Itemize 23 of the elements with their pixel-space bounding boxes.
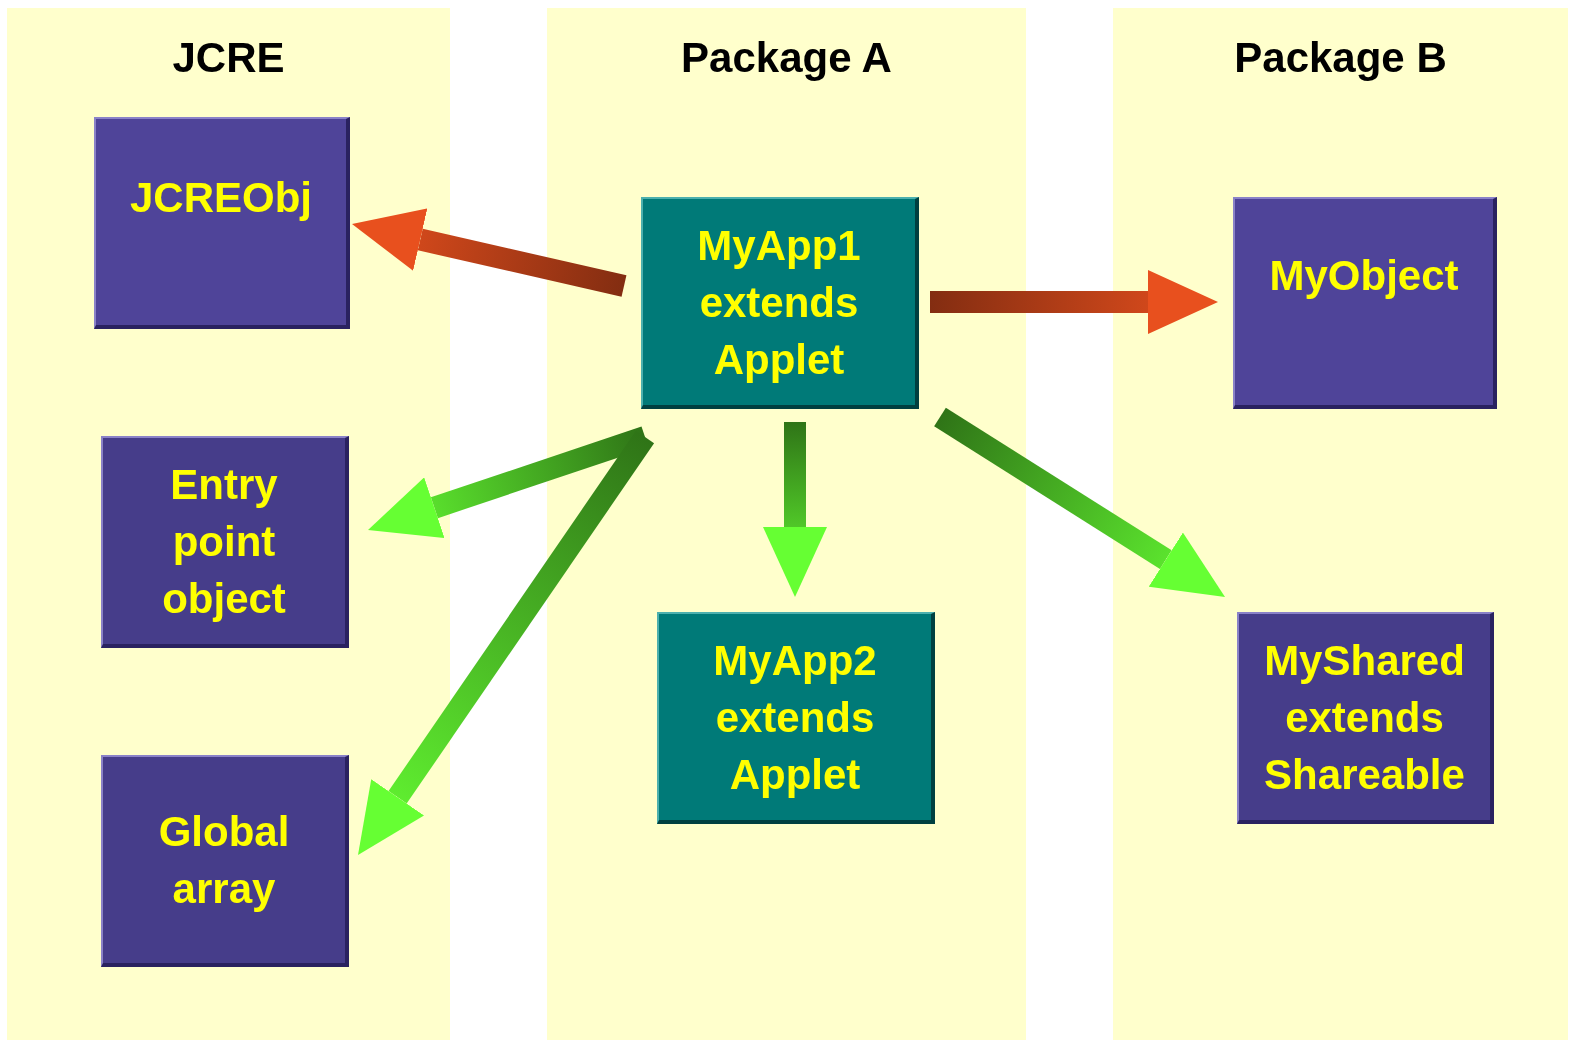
band-title: Package B — [1233, 34, 1448, 82]
object-box — [1237, 612, 1494, 824]
object-box — [101, 436, 349, 648]
object-box — [1233, 197, 1497, 409]
arrow — [763, 422, 827, 597]
box-label: MyApp2 extends Applet — [712, 635, 878, 800]
package-band — [7, 8, 450, 1040]
band-title: JCRE — [171, 34, 286, 82]
object-box — [641, 197, 919, 409]
box-label: MyApp1 extends Applet — [696, 220, 862, 385]
band-title: Package A — [680, 34, 893, 82]
arrow — [930, 270, 1218, 334]
object-box — [101, 755, 349, 967]
box-label: MyShared extends Shareable — [1263, 635, 1466, 800]
package-band — [1113, 8, 1568, 1040]
box-label: Global array — [157, 807, 291, 914]
box-label: Entry point object — [161, 459, 287, 624]
box-label: MyObject — [1269, 251, 1459, 301]
object-box — [657, 612, 935, 824]
object-box — [94, 117, 350, 329]
package-band — [547, 8, 1026, 1040]
box-label: JCREObj — [130, 173, 312, 223]
arrow — [934, 407, 1225, 597]
